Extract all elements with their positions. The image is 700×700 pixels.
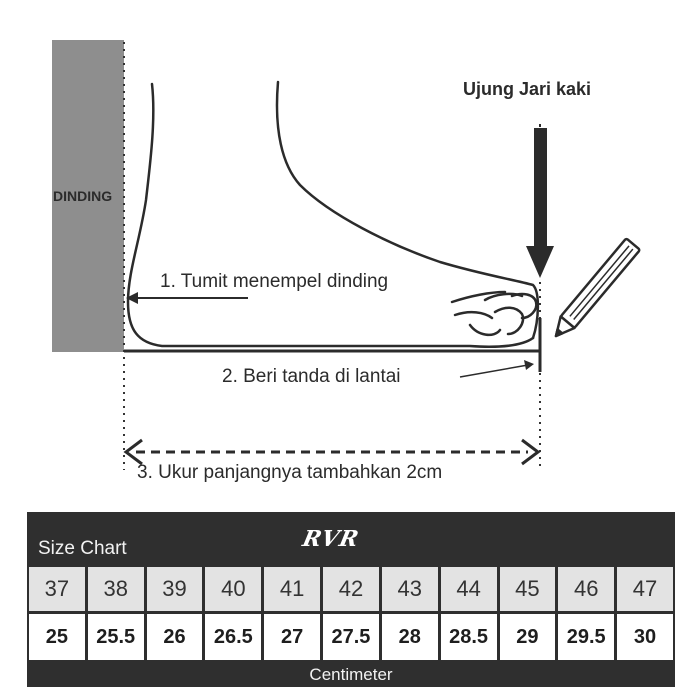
foot-outline [126, 80, 540, 348]
heel-arrow-head [126, 292, 138, 304]
size-cell: 38 [87, 567, 144, 611]
measure-arrow-left [123, 438, 143, 466]
size-cell: 43 [381, 567, 438, 611]
centimeter-cell: 25.5 [87, 614, 144, 660]
centimeter-cell: 27 [264, 614, 321, 660]
centimeter-cell: 27.5 [323, 614, 379, 660]
step2-label: 2. Beri tanda di lantai [222, 366, 401, 387]
pencil-icon [554, 237, 641, 338]
measure-arrow-right [521, 438, 541, 466]
centimeter-row: 25 25.5 26 26.5 27 27.5 28 28.5 29 29.5 … [29, 614, 673, 660]
size-cell: 37 [29, 567, 85, 611]
centimeter-cell: 29.5 [558, 614, 615, 660]
wall [52, 40, 124, 352]
step3-label: 3. Ukur panjangnya tambahkan 2cm [137, 462, 442, 483]
measurement-diagram: DINDING Ujung Jari kaki 1. Tumit menempe… [52, 40, 641, 483]
mark-arrow-head [524, 360, 534, 370]
toe-arrow-head [526, 246, 554, 278]
size-chart-title: Size Chart [38, 538, 127, 559]
toe-label: Ujung Jari kaki [463, 79, 591, 99]
size-cell: 46 [558, 567, 615, 611]
toe-arrow-shaft [534, 128, 547, 246]
size-cell: 41 [264, 567, 321, 611]
centimeter-cell: 30 [617, 614, 673, 660]
size-cell: 40 [205, 567, 262, 611]
size-cell: 44 [440, 567, 497, 611]
size-cell: 42 [323, 567, 379, 611]
wall-label: DINDING [53, 188, 112, 204]
size-cell: 39 [146, 567, 203, 611]
step1-label: 1. Tumit menempel dinding [160, 271, 388, 292]
brand-logo: RVR [300, 526, 362, 552]
centimeter-cell: 29 [499, 614, 556, 660]
centimeter-cell: 28 [381, 614, 438, 660]
centimeter-cell: 25 [29, 614, 85, 660]
size-row: 37 38 39 40 41 42 43 44 45 46 47 [29, 567, 673, 611]
centimeter-cell: 26 [146, 614, 203, 660]
size-cell: 47 [617, 567, 673, 611]
size-chart: Size Chart RVR 37 38 39 40 41 42 43 44 4… [27, 512, 675, 687]
size-chart-footer: Centimeter [309, 665, 393, 684]
centimeter-cell: 28.5 [440, 614, 497, 660]
size-chart-header: Size Chart RVR [27, 512, 675, 566]
size-cell: 45 [499, 567, 556, 611]
centimeter-cell: 26.5 [205, 614, 262, 660]
mark-arrow [459, 364, 529, 378]
